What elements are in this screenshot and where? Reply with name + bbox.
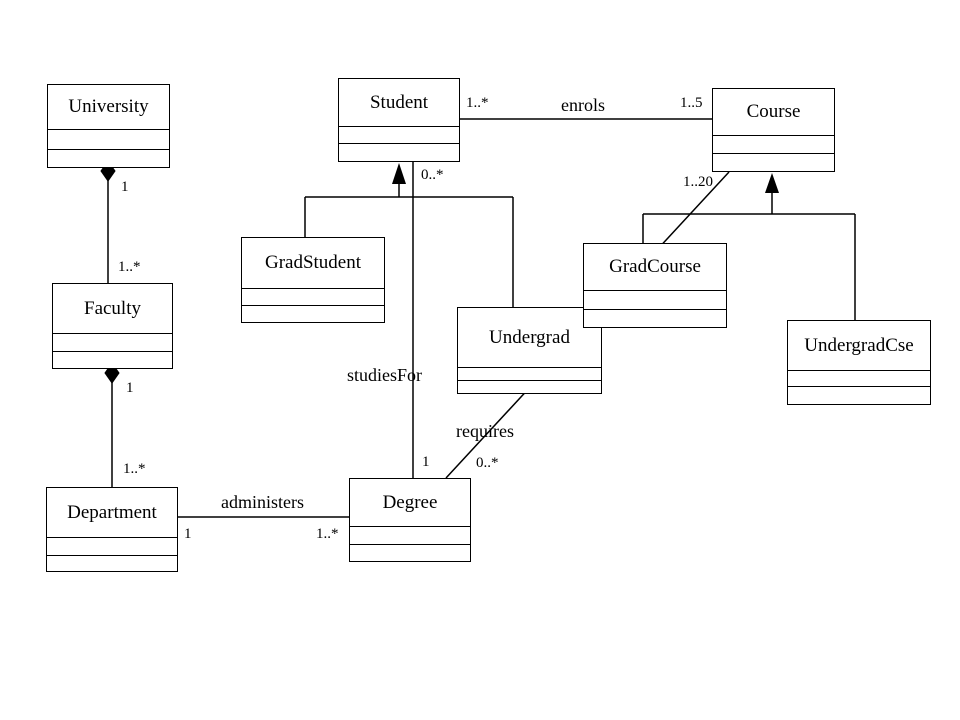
class-undergradcse[interactable]: UndergradCse — [787, 320, 931, 405]
class-gradcourse-attributes — [584, 291, 726, 310]
multiplicity-faculty-end: 1 — [126, 380, 134, 396]
class-undergrad-name: Undergrad — [458, 308, 601, 368]
class-faculty[interactable]: Faculty — [52, 283, 173, 369]
class-course-attributes — [713, 136, 834, 154]
class-gradstudent-attributes — [242, 289, 384, 306]
class-department[interactable]: Department — [46, 487, 178, 572]
class-course-name: Course — [713, 89, 834, 136]
class-department-attributes — [47, 538, 177, 556]
multiplicity-faculty-end-composition: 1..* — [118, 259, 141, 275]
class-undergradcse-attributes — [788, 371, 930, 387]
class-gradcourse[interactable]: GradCourse — [583, 243, 727, 328]
class-university-name: University — [48, 85, 169, 130]
class-undergradcse-operations — [788, 387, 930, 403]
class-faculty-name: Faculty — [53, 284, 172, 334]
class-department-name: Department — [47, 488, 177, 538]
class-degree-attributes — [350, 527, 470, 545]
class-department-operations — [47, 556, 177, 570]
class-faculty-operations — [53, 352, 172, 367]
class-undergrad[interactable]: Undergrad — [457, 307, 602, 394]
class-undergrad-operations — [458, 381, 601, 392]
class-degree-name: Degree — [350, 479, 470, 527]
class-university[interactable]: University — [47, 84, 170, 168]
association-label-administers: administers — [221, 492, 304, 512]
multiplicity-degree-studies-for: 1 — [422, 454, 430, 470]
multiplicity-university-end: 1 — [121, 179, 129, 195]
class-course[interactable]: Course — [712, 88, 835, 172]
class-student-name: Student — [339, 79, 459, 127]
class-student-operations — [339, 144, 459, 160]
class-course-operations — [713, 154, 834, 170]
multiplicity-course-enrols: 1..5 — [680, 95, 703, 111]
multiplicity-degree-requires: 0..* — [476, 455, 499, 471]
class-gradstudent[interactable]: GradStudent — [241, 237, 385, 323]
class-degree[interactable]: Degree — [349, 478, 471, 562]
multiplicity-department-administers: 1 — [184, 526, 192, 542]
class-undergradcse-name: UndergradCse — [788, 321, 930, 371]
association-label-enrols: enrols — [561, 95, 605, 115]
class-university-attributes — [48, 130, 169, 150]
generalization-arrowhead-course — [765, 173, 779, 193]
association-label-requires: requires — [456, 421, 514, 441]
class-gradcourse-operations — [584, 310, 726, 326]
multiplicity-degree-administers: 1..* — [316, 526, 339, 542]
class-undergrad-attributes — [458, 368, 601, 381]
multiplicity-course-requires: 1..20 — [683, 174, 713, 190]
class-student[interactable]: Student — [338, 78, 460, 162]
class-student-attributes — [339, 127, 459, 144]
multiplicity-student-studies-for: 0..* — [421, 167, 444, 183]
generalization-arrowhead-student — [392, 163, 406, 184]
multiplicity-department-end-composition: 1..* — [123, 461, 146, 477]
class-faculty-attributes — [53, 334, 172, 352]
multiplicity-student-enrols: 1..* — [466, 95, 489, 111]
class-gradstudent-name: GradStudent — [242, 238, 384, 289]
class-gradstudent-operations — [242, 306, 384, 321]
class-gradcourse-name: GradCourse — [584, 244, 726, 291]
class-university-operations — [48, 150, 169, 166]
class-degree-operations — [350, 545, 470, 560]
association-label-studies-for: studiesFor — [347, 365, 423, 385]
